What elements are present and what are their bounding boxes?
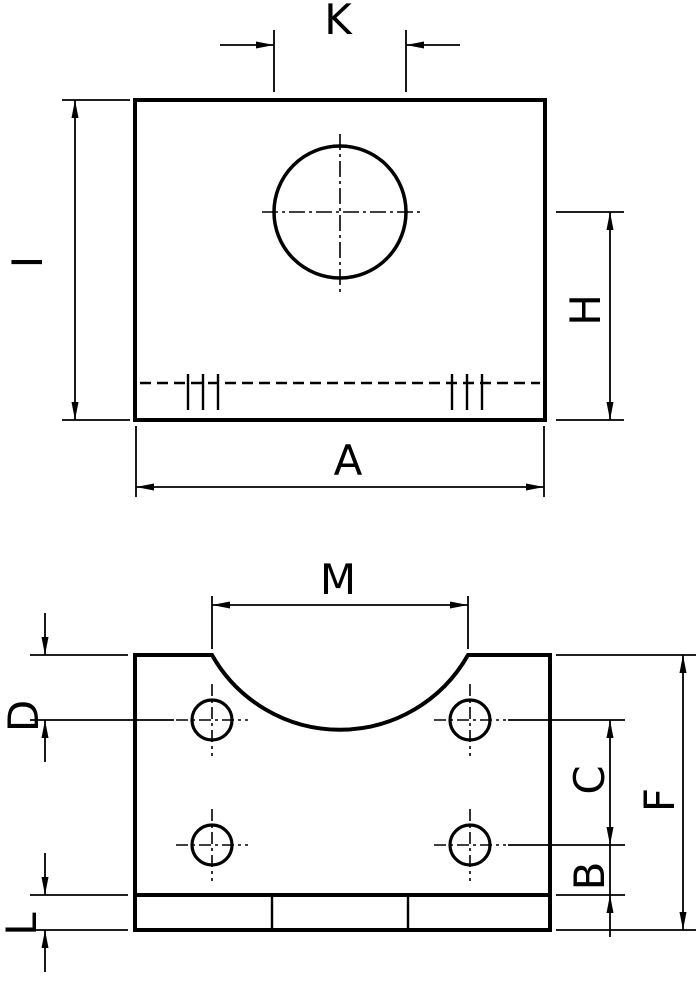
- arrowhead: [41, 637, 49, 655]
- dimension-M: M: [211, 555, 469, 649]
- dimension-F: F: [556, 654, 696, 931]
- dimension-L: L: [0, 853, 128, 972]
- arrowhead: [679, 655, 687, 673]
- dim-label-D: D: [0, 700, 48, 732]
- arrowhead: [679, 912, 687, 930]
- arrowhead: [606, 402, 614, 420]
- dimension-B: B: [556, 845, 625, 937]
- dimension-K: K: [220, 0, 460, 92]
- arrowhead: [41, 930, 49, 948]
- arrowhead: [41, 720, 49, 738]
- hidden-slot-edges-left: [186, 374, 220, 410]
- arrowhead: [41, 877, 49, 895]
- arrowhead: [406, 41, 424, 49]
- dim-label-C: C: [565, 765, 614, 794]
- dim-label-H: H: [561, 294, 610, 326]
- dimension-C: C: [508, 719, 625, 846]
- arrowhead: [71, 402, 79, 420]
- arrowhead: [606, 212, 614, 230]
- hidden-slot-edges-right: [450, 374, 484, 410]
- arrowhead: [136, 483, 154, 491]
- bottom-view: [133, 653, 552, 932]
- front-view-body-outline: [133, 98, 547, 422]
- arrowhead: [606, 720, 614, 738]
- dim-label-K: K: [324, 0, 353, 44]
- arrowhead: [256, 41, 274, 49]
- dimension-I: I: [3, 99, 130, 421]
- dim-label-A: A: [334, 436, 363, 485]
- mounting-holes: [190, 698, 492, 867]
- arrowhead: [526, 483, 544, 491]
- arrowhead: [606, 827, 614, 845]
- dim-label-L: L: [0, 912, 46, 936]
- dimension-H: H: [556, 211, 624, 421]
- front-view: [133, 98, 547, 422]
- dimension-D: D: [0, 613, 174, 762]
- dim-label-F: F: [635, 788, 684, 812]
- arrowhead: [71, 100, 79, 118]
- mounting-hole-centerlines: [176, 684, 506, 881]
- dimension-A: A: [135, 426, 545, 497]
- bottom-view-body-outline: [133, 653, 552, 932]
- arrowhead: [606, 895, 614, 913]
- dim-label-I: I: [3, 256, 52, 268]
- arrowhead: [450, 601, 468, 609]
- arrowhead: [212, 601, 230, 609]
- dim-label-B: B: [565, 862, 614, 891]
- dim-label-M: M: [320, 555, 356, 604]
